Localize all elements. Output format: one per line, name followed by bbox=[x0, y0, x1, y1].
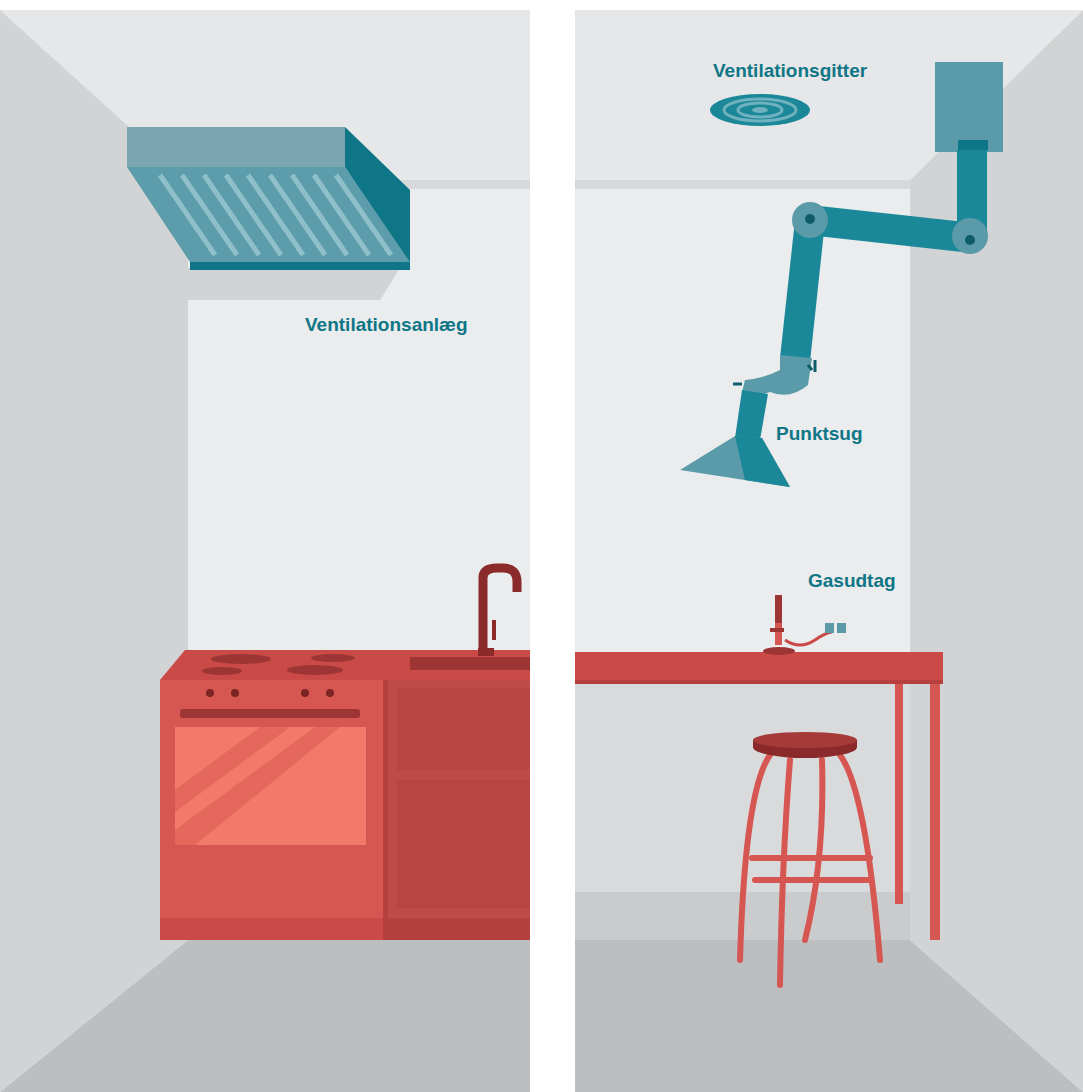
extraction-arm bbox=[680, 62, 1003, 487]
part-label: Ventilationsanlæg bbox=[305, 314, 468, 336]
stool bbox=[740, 732, 880, 985]
part-label: Gasudtag bbox=[808, 570, 896, 592]
lab-room bbox=[575, 10, 1083, 1092]
sink-cabinet bbox=[388, 568, 530, 940]
lab-table bbox=[575, 652, 943, 940]
vent-grille bbox=[710, 94, 810, 126]
stove bbox=[160, 650, 396, 940]
part-label: Ventilationsgitter bbox=[713, 60, 867, 82]
kitchen-room bbox=[0, 10, 530, 1092]
part-label: Punktsug bbox=[776, 423, 863, 445]
hood bbox=[127, 127, 410, 300]
bunsen-burner bbox=[763, 595, 846, 655]
